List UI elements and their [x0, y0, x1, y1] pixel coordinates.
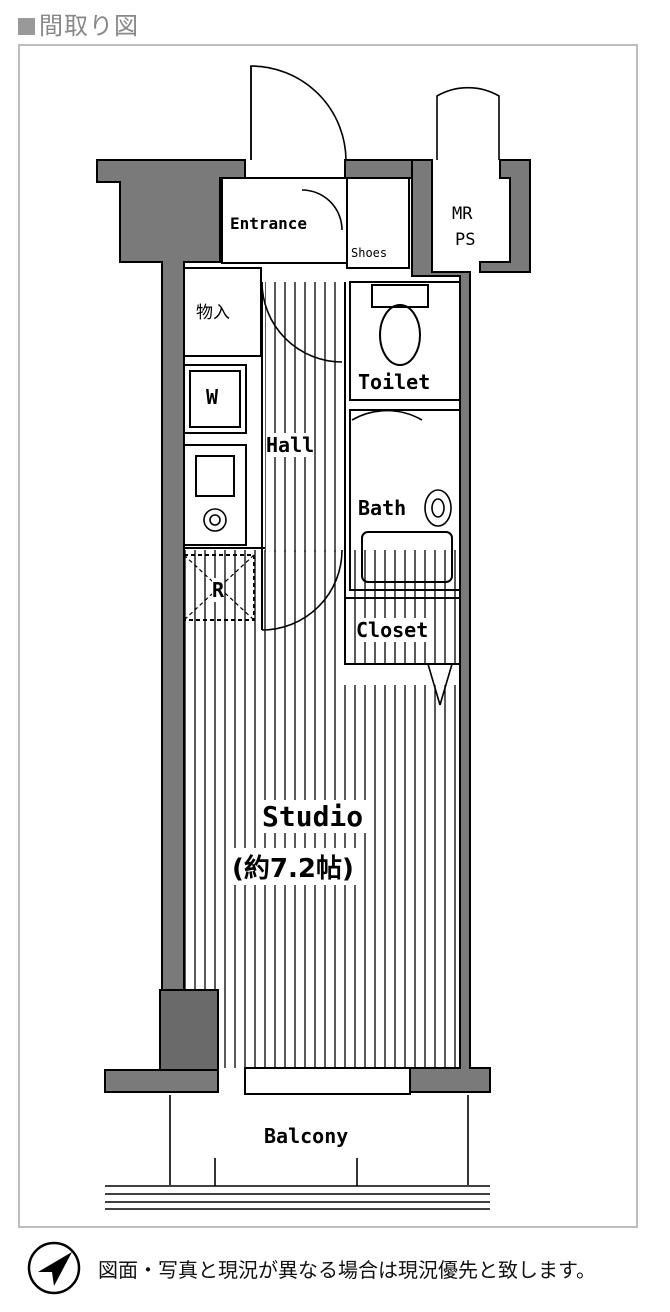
disclaimer-note: 図面・写真と現況が異なる場合は現況優先と致します。: [98, 1258, 596, 1282]
page-header: 間取り図: [18, 6, 139, 41]
footer: 図面・写真と現況が異なる場合は現況優先と致します。: [26, 1240, 666, 1295]
toilet-label: Toilet: [358, 370, 431, 394]
fridge-label: R: [212, 578, 225, 602]
room-outlines: [183, 177, 461, 1095]
fridge-cross: [183, 554, 255, 621]
entrance-label: Entrance: [230, 214, 308, 233]
stove-fixture: [203, 508, 227, 532]
mr-label: MR: [452, 204, 473, 224]
square-bullet-icon: [18, 18, 35, 35]
balcony-label: Balcony: [264, 1124, 349, 1148]
studio-floor-right: [344, 665, 462, 685]
door-swings: [250, 65, 500, 706]
bath-label: Bath: [358, 496, 407, 520]
studio-size-label: (約7.2帖): [228, 848, 358, 885]
outer-walls: [96, 159, 531, 1093]
header-title: 間取り図: [39, 12, 139, 40]
washbasin-fixture: [424, 489, 452, 527]
floorplan-frame: [18, 44, 638, 1228]
floorplan-drawing: [96, 65, 531, 1210]
toilet-fixture: [371, 284, 429, 366]
closet-label: Closet: [356, 618, 429, 642]
studio-label: Studio: [258, 800, 368, 833]
balcony-outline: [105, 1095, 490, 1210]
north-arrow-icon: [27, 1241, 81, 1295]
hall-floor: [265, 282, 345, 552]
washer-label: W: [206, 385, 219, 409]
ps-label: PS: [455, 230, 476, 250]
shoes-label: Shoes: [351, 246, 388, 260]
storage-label: 物入: [196, 303, 230, 323]
hall-label: Hall: [266, 433, 315, 457]
